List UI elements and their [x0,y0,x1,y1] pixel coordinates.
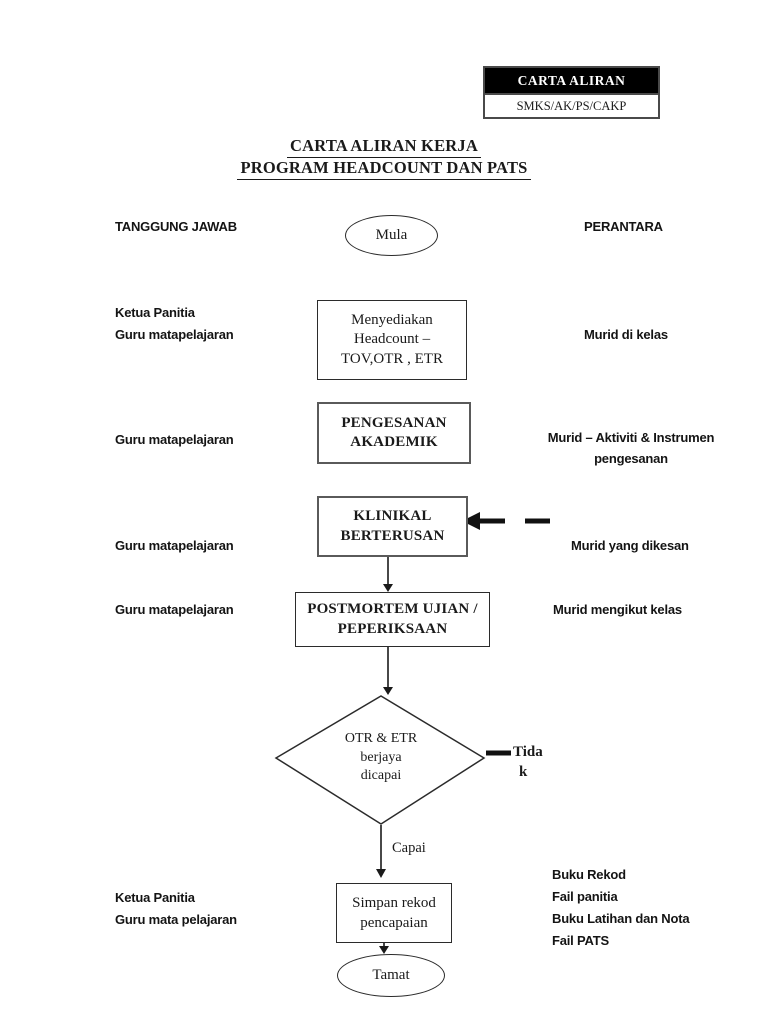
right-column-header: PERANTARA [584,219,663,234]
intermediary-row5: Buku Rekod Fail panitia Buku Latihan dan… [552,867,690,948]
decision-no-label-line1: Tida [513,744,543,760]
decision-no-label-line2: k [519,764,528,780]
end-node: Tamat [337,954,445,997]
process-pengesanan-akademik: PENGESANAN AKADEMIK [317,402,471,464]
responsibility-row4: Guru matapelajaran [115,602,234,617]
page-title-line1: CARTA ALIRAN KERJA [0,136,768,158]
process-postmortem-ujian: POSTMORTEM UJIAN / PEPERIKSAAN [295,592,490,647]
intermediary-row1: Murid di kelas [584,327,668,342]
intermediary-row4: Murid mengikut kelas [553,602,682,617]
arrowhead-down-icon [379,946,389,954]
intermediary-row3: Murid yang dikesan [571,538,689,553]
decision-yes-label: Capai [392,840,426,856]
arrowhead-down-icon [376,869,386,878]
doc-code-title: CARTA ALIRAN [485,68,658,93]
process-simpan-rekod: Simpan rekod pencapaian [336,883,452,943]
responsibility-row2: Guru matapelajaran [115,432,234,447]
page-title-line2: PROGRAM HEADCOUNT DAN PATS [0,158,768,180]
responsibility-row5: Ketua Panitia Guru mata pelajaran [115,890,237,927]
arrowhead-down-icon [383,584,393,592]
process-klinikal-berterusan: KLINIKAL BERTERUSAN [317,496,468,557]
doc-code-value: SMKS/AK/PS/CAKP [485,93,658,117]
arrowhead-down-icon [383,687,393,695]
doc-code-box: CARTA ALIRAN SMKS/AK/PS/CAKP [483,66,660,119]
left-column-header: TANGGUNG JAWAB [115,219,237,234]
decision-node-text: OTR & ETR berjaya dicapai [344,731,418,783]
start-node: Mula [345,215,438,256]
page-title: CARTA ALIRAN KERJA PROGRAM HEADCOUNT DAN… [0,136,768,180]
process-menyediakan-headcount: Menyediakan Headcount – TOV,OTR , ETR [317,300,467,380]
responsibility-row1: Ketua Panitia Guru matapelajaran [115,305,234,342]
responsibility-row3: Guru matapelajaran [115,538,234,553]
intermediary-row2: Murid – Aktiviti & Instrumen pengesanan [547,430,715,466]
